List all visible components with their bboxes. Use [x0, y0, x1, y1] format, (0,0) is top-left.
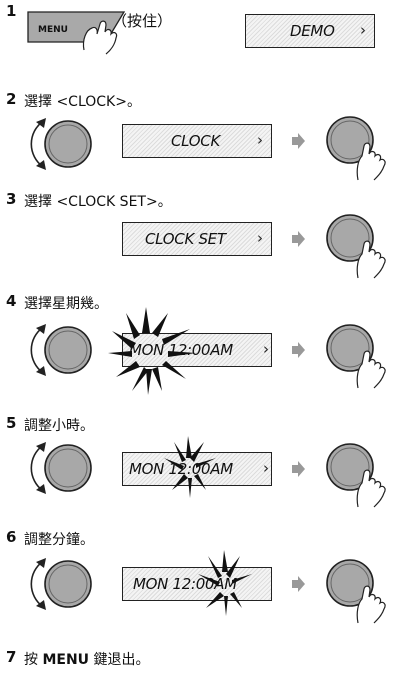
- arrow-right-icon: [292, 342, 305, 358]
- menu-key-label: MENU: [42, 652, 90, 668]
- step-number: 6: [6, 528, 17, 546]
- lcd-chevron: ›: [257, 131, 263, 149]
- step-instruction: 選擇 <CLOCK>。: [24, 94, 141, 110]
- lcd-text: CLOCK: [171, 132, 220, 150]
- lcd-chevron: ›: [263, 340, 269, 358]
- press-hand-icon[interactable]: [322, 441, 394, 509]
- step-instruction: 選擇星期幾。: [24, 296, 108, 312]
- control-dial-icon[interactable]: [26, 552, 98, 616]
- step-number: 3: [6, 190, 17, 208]
- arrow-right-icon: [292, 231, 305, 247]
- lcd-chevron: ›: [360, 21, 366, 39]
- step-number: 5: [6, 414, 17, 432]
- press-hand-icon[interactable]: [322, 212, 394, 280]
- step-number: 2: [6, 90, 17, 108]
- blink-burst-icon: [164, 436, 216, 498]
- step-instruction: 按 MENU 鍵退出。: [24, 649, 150, 669]
- step-number: 7: [6, 648, 17, 666]
- press-hand-icon[interactable]: [322, 557, 394, 625]
- menu-button-icon[interactable]: MENU: [26, 6, 136, 56]
- lcd-display: MON 12:00AM: [122, 567, 272, 601]
- lcd-display: DEMO ›: [245, 14, 375, 48]
- lcd-display: MON 12:00AM ›: [122, 333, 272, 367]
- step-text-pre: 按: [24, 652, 43, 668]
- lcd-chevron: ›: [257, 229, 263, 247]
- control-dial-icon[interactable]: [26, 318, 98, 382]
- step-number: 1: [6, 2, 17, 20]
- lcd-display: CLOCK ›: [122, 124, 272, 158]
- menu-button-label: MENU: [38, 25, 68, 35]
- arrow-right-icon: [292, 133, 305, 149]
- step-text-post: 鍵退出。: [89, 652, 150, 668]
- control-dial-icon[interactable]: [26, 436, 98, 500]
- blink-burst-icon: [108, 307, 196, 395]
- lcd-text: DEMO: [290, 22, 335, 40]
- lcd-display: CLOCK SET ›: [122, 222, 272, 256]
- step-instruction: 選擇 <CLOCK SET>。: [24, 194, 172, 210]
- control-dial-icon[interactable]: [26, 112, 98, 176]
- hold-instruction: （按住）: [112, 12, 173, 30]
- step-instruction: 調整分鐘。: [24, 532, 94, 548]
- press-hand-icon[interactable]: [322, 114, 394, 182]
- arrow-right-icon: [292, 576, 305, 592]
- lcd-text: CLOCK SET: [145, 230, 226, 248]
- arrow-right-icon: [292, 461, 305, 477]
- press-hand-icon: [82, 20, 118, 55]
- press-hand-icon[interactable]: [322, 322, 394, 390]
- lcd-text: MON 12:00AM: [129, 341, 233, 359]
- lcd-chevron: ›: [263, 459, 269, 477]
- step-instruction: 調整小時。: [24, 418, 94, 434]
- step-number: 4: [6, 292, 17, 310]
- blink-burst-icon: [198, 550, 252, 616]
